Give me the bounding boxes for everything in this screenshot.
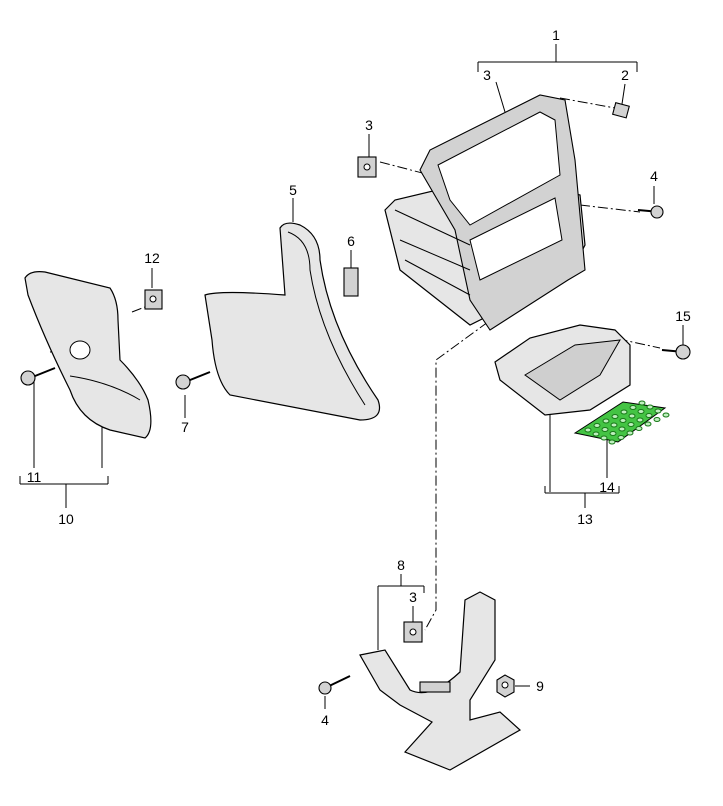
part-9-nut [496,674,515,698]
part-10-side-cover [24,271,152,439]
part-12-nut [144,289,163,310]
callout-labels: 1 3 2 3 4 5 6 12 15 7 11 10 14 13 8 3 9 … [27,27,691,728]
mat-dot [644,421,652,427]
callout-1: 1 [552,27,560,43]
callout-14: 14 [599,479,615,495]
callout-3: 3 [365,117,373,133]
callout-8: 8 [397,557,405,573]
mat-dot [592,431,600,437]
callout-4: 4 [321,712,329,728]
part-11-screw [20,367,56,386]
mat-dot [646,404,654,410]
part-3-speed-nut [357,156,423,643]
callout-15: 15 [675,308,691,324]
mat-dot [629,405,637,410]
mat-dot [645,413,653,418]
part-5-side-trim [204,222,381,421]
part-1-console-frame [384,94,586,331]
mat-dot [626,430,634,436]
callout-12: 12 [144,250,160,266]
mat-dot [611,414,619,419]
part-8-bracket [359,591,522,771]
callout-2: 2 [621,67,629,83]
mat-dot [627,422,635,427]
mat-dot [635,426,643,431]
mat-dot [620,409,628,415]
callout-6: 6 [347,233,355,249]
callout-3: 3 [409,589,417,605]
mat-dot [610,422,618,428]
callout-9: 9 [536,678,544,694]
mat-dot [638,400,646,406]
mat-dot [617,435,625,440]
part-7-screw [175,371,211,390]
mat-dot [600,435,608,441]
part-6-clip [343,267,359,297]
mat-dot [628,413,636,419]
leader-lines [19,44,684,709]
part-14-rubber-mat [573,400,670,445]
callout-13: 13 [577,511,593,527]
callout-3: 3 [483,67,491,83]
screws [20,205,691,698]
part-15-screw [661,344,691,360]
mat-dot [653,417,661,422]
mat-dot [662,412,670,418]
mat-dot [601,427,609,432]
callout-4: 4 [650,168,658,184]
mat-dot [618,426,626,432]
callout-7: 7 [181,419,189,435]
mat-dot [637,409,645,414]
part-4-screw-lower [318,675,351,695]
callout-11: 11 [27,469,42,485]
mat-dot [619,418,627,423]
mat-dot [584,427,592,433]
mat-dot [602,418,610,424]
callout-5: 5 [289,182,297,198]
mat-dot [654,408,662,414]
mat-dot [608,439,616,445]
mat-dot [636,417,644,423]
part-2-clip [611,101,630,119]
callout-10: 10 [58,511,74,527]
part-13-tray [494,324,631,416]
part-4-screw [637,205,664,219]
mat-dot [593,423,601,428]
mat-dot [609,431,617,436]
